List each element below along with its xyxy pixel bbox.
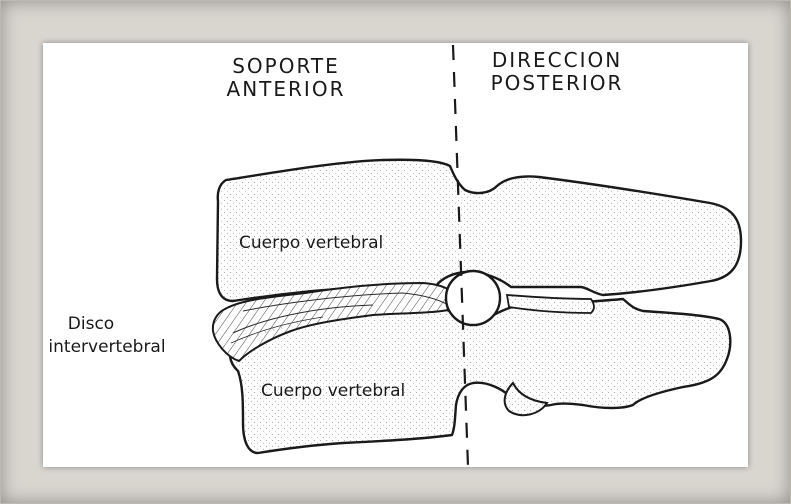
- spine-diagram: SOPORTE ANTERIOR DIRECCION POSTERIOR Cue…: [43, 43, 748, 467]
- disc-label-line1: Disco: [68, 314, 114, 334]
- header-right-line2: POSTERIOR: [491, 71, 624, 95]
- header-right-line1: DIRECCION: [492, 48, 622, 72]
- header-left-line2: ANTERIOR: [227, 77, 346, 101]
- upper-body-label: Cuerpo vertebral: [239, 233, 383, 253]
- header-left-line1: SOPORTE: [232, 54, 340, 78]
- nucleus-circle: [446, 271, 500, 325]
- lower-body-label: Cuerpo vertebral: [261, 381, 405, 401]
- diagram-canvas: SOPORTE ANTERIOR DIRECCION POSTERIOR Cue…: [43, 43, 748, 467]
- disc-label-line2: intervertebral: [48, 337, 165, 357]
